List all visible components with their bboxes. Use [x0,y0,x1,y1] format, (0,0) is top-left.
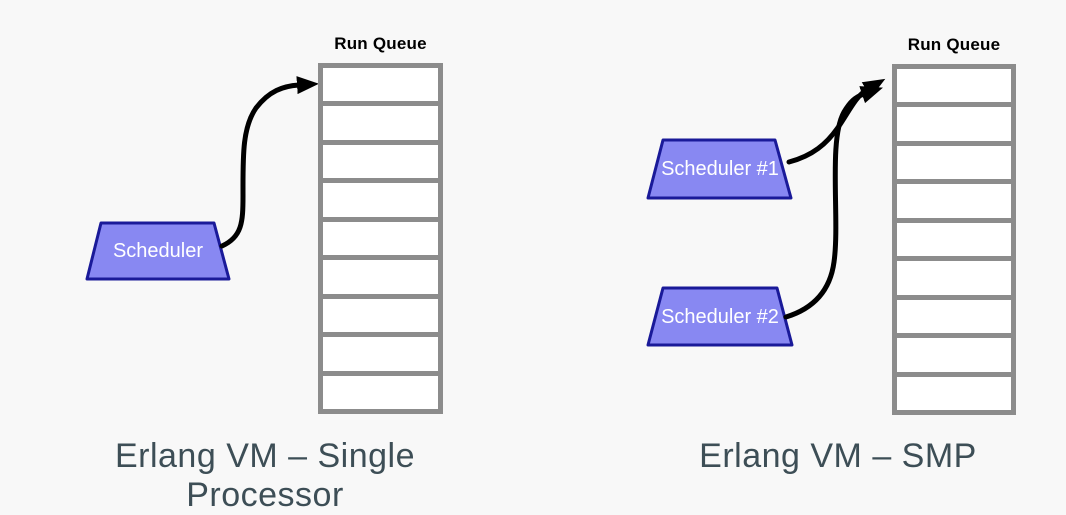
scheduler1-label: Scheduler #1 [661,158,779,180]
run-queue-cell [897,222,1011,257]
run-queue-label-smp: Run Queue [907,35,1001,54]
run-queue-cell [323,221,438,256]
run-queue-cell [323,183,438,217]
scheduler2-trapezoid [646,286,794,347]
run-queue-cell [323,106,438,140]
caption-smp: Erlang VM – SMP [699,437,977,475]
run-queue-label-single: Run Queue [334,34,427,53]
shapes-layer [85,76,886,347]
run-queue-cell [323,298,438,333]
run-queue-cell [323,260,438,294]
scheduler2-label: Scheduler #2 [661,305,779,328]
arrow-scheduler2-to-queue [783,86,883,320]
diagram-canvas: Run Queue Scheduler Erlang VM – Single P… [85,34,1016,514]
scheduler-trapezoid [85,221,231,281]
run-queue-cell [323,144,438,179]
run-queue-cell [897,299,1011,334]
run-queue-cell [323,337,438,371]
scheduler1-trapezoid [646,138,793,200]
run-queue-cell [897,261,1011,295]
run-queue-cell [897,184,1011,218]
run-queue-cell [897,107,1011,141]
run-queue-cell [897,69,1011,103]
run-queue-cell [897,376,1011,410]
run-queue-cell [323,68,438,102]
run-queue-smp [892,64,1016,415]
run-queue-cell [897,145,1011,180]
run-queue-single [318,63,443,414]
caption-single-processor: Erlang VM – Single Processor [114,437,416,514]
run-queue-cell [323,375,438,409]
run-queue-cell [897,338,1011,372]
scheduler-label: Scheduler [112,240,204,262]
arrow-scheduler-to-queue [219,76,319,249]
